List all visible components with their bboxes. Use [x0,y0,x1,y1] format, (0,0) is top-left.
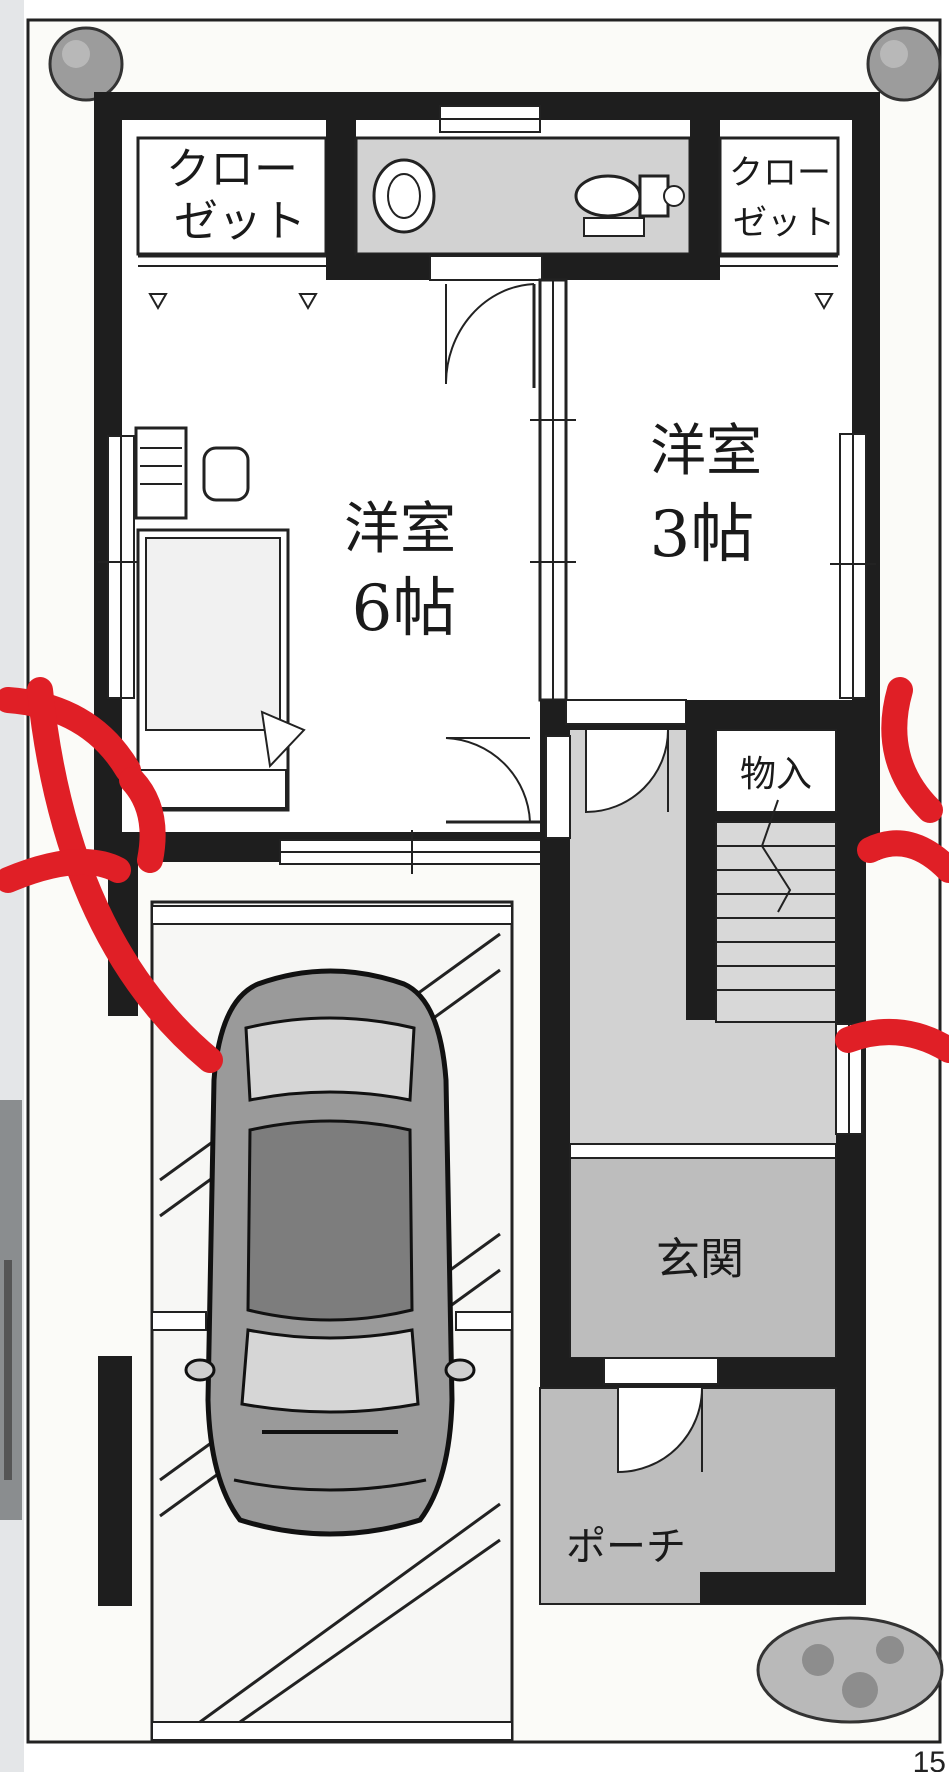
room-6-name: 洋室 [344,497,456,562]
porch-label: ポーチ [566,1524,686,1570]
closet-right [718,136,840,256]
tree-icon-top-left [48,26,124,102]
shrub-icon-bottom-right [756,1616,944,1724]
desk-chair-icon [134,426,250,520]
fence-bar [98,1356,132,1606]
red-stamp-overlay [0,677,949,1073]
room-3-size: 3帖 [650,498,755,572]
car-icon [184,968,476,1537]
room-3-name: 洋室 [650,419,762,484]
sink-icon [372,158,436,234]
closet-right-label-line2: ゼット [733,203,835,243]
closet-right-label-line1: クロー [729,153,831,193]
page-number: 15 [913,1746,946,1772]
entrance [569,1157,837,1359]
staircase [715,799,837,1023]
bed-icon [136,528,306,812]
closet-left-label-line2: ゼット [174,196,306,247]
storage-label: 物入 [740,754,812,795]
room-6-size: 6帖 [352,572,457,646]
entrance-label: 玄関 [656,1234,744,1285]
tree-icon-top-right [866,26,942,102]
toilet-icon [574,174,685,237]
closet-left-label-line1: クロー [166,144,298,195]
storage [715,729,837,813]
closet-left [136,136,328,256]
